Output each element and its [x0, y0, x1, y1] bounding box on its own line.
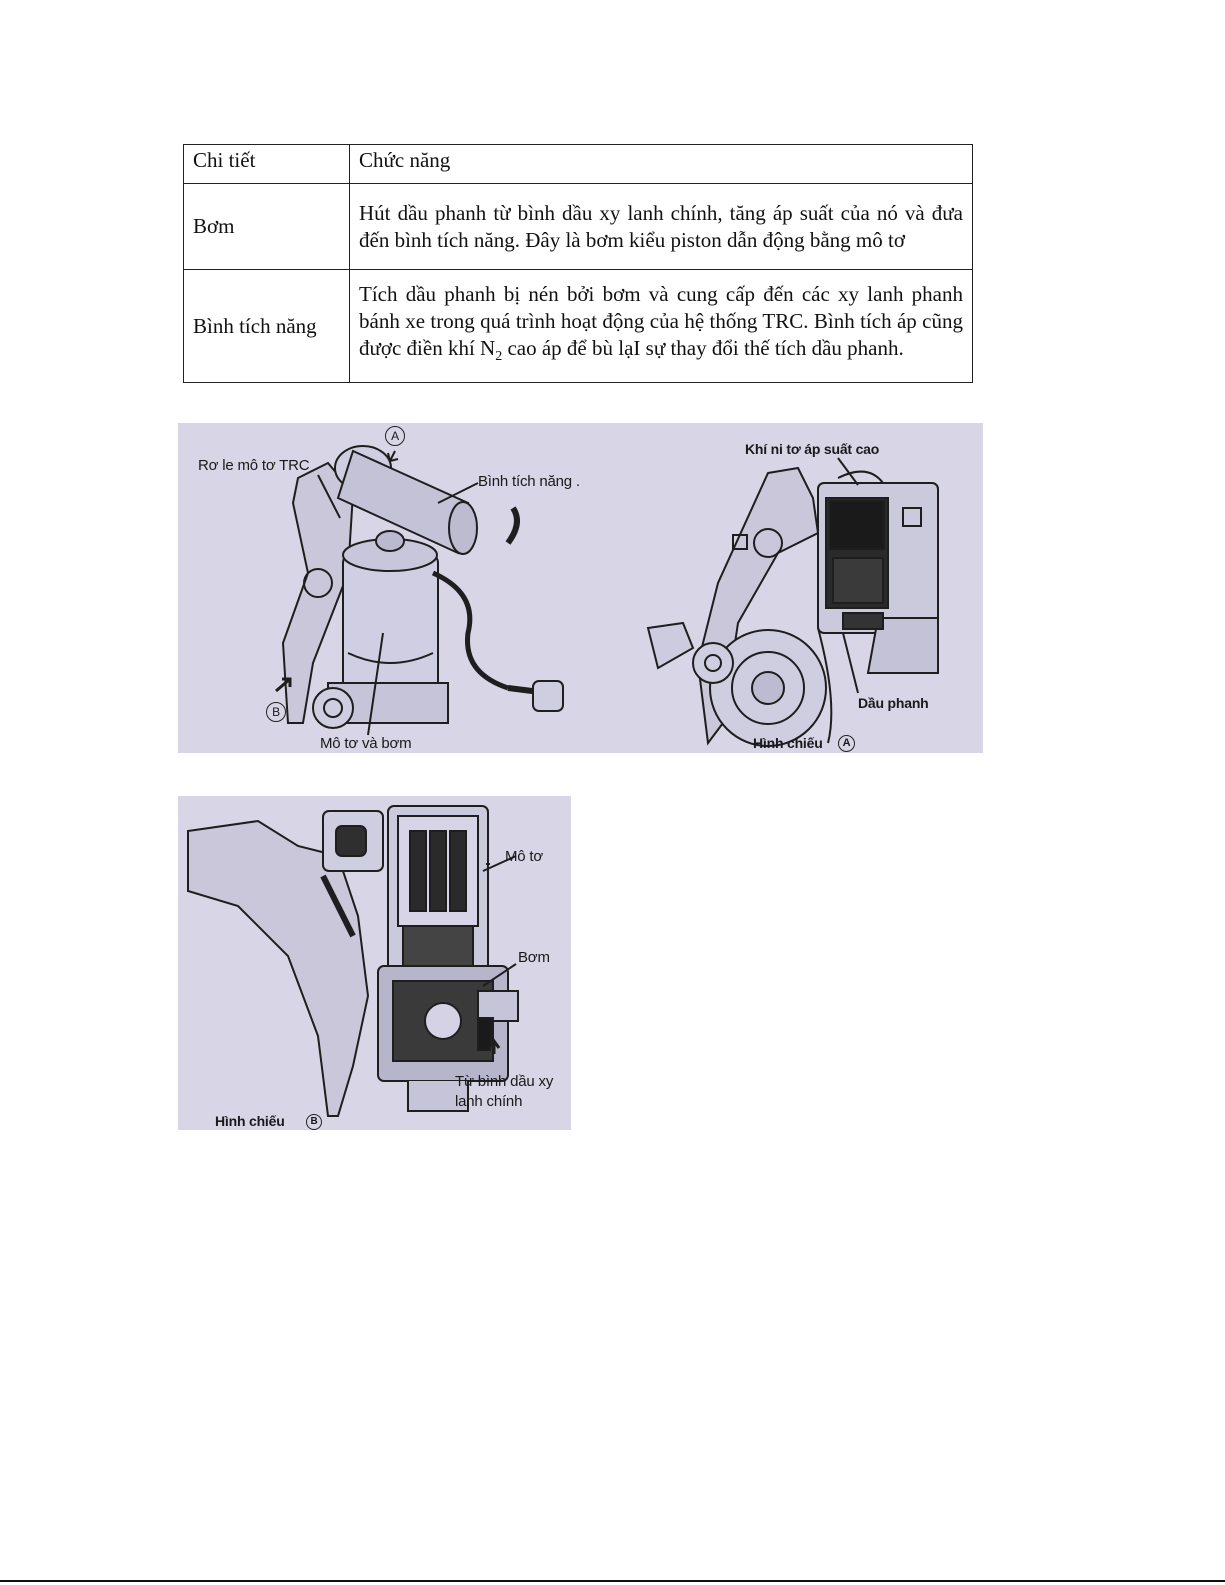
function-cell: Hút dầu phanh từ bình dầu xy lanh chính,… [349, 183, 973, 270]
subscript-2: 2 [495, 349, 503, 365]
relay-label: Rơ le mô tơ TRC [198, 457, 310, 474]
view-b-label: Hình chiếu [215, 1113, 285, 1129]
cutaway-drawing [187, 805, 519, 1117]
view-a-caption-marker: A [838, 735, 855, 752]
view-a-label: Hình chiếu [753, 735, 823, 751]
function-cell: Tích dầu phanh bị nén bởi bơm và cung cấ… [349, 269, 973, 383]
header-part: Chi tiết [183, 144, 350, 184]
assembly-drawing [275, 445, 939, 747]
view-a-marker: A [385, 426, 405, 446]
page-bottom-rule [0, 1580, 1225, 1582]
from-reservoir-label-line2: lanh chính [455, 1093, 523, 1110]
table-row: Bình tích năng Tích dầu phanh bị nén bởi… [183, 269, 973, 383]
view-b-caption-marker: B [306, 1114, 322, 1130]
function-text: Tích dầu phanh bị nén bởi bơm và cung cấ… [359, 282, 963, 361]
nitrogen-label: Khí ni tơ áp suất cao [745, 441, 880, 457]
view-b-cutaway-figure: Mô tơ Bơm Từ bình dầu xy lanh chính Hình… [178, 796, 571, 1130]
from-reservoir-label-line1: Từ bình dầu xy [455, 1073, 554, 1090]
function-text: cao áp để bù lạI sự thay đổi thế tích dầ… [502, 336, 904, 361]
motor-label: Mô tơ [505, 848, 544, 865]
trc-pump-assembly-figure: Rơ le mô tơ TRC A Bình tích năng . B Mô … [178, 423, 983, 753]
table-row: Bơm Hút dầu phanh từ bình dầu xy lanh ch… [183, 183, 973, 270]
header-function: Chức năng [349, 144, 973, 184]
component-function-table: Chi tiết Chức năng Bơm Hút dầu phanh từ … [183, 144, 973, 383]
view-b-marker: B [266, 702, 286, 722]
motor-pump-label: Mô tơ và bơm [320, 735, 412, 752]
part-cell: Bơm [183, 183, 350, 270]
table-header-row: Chi tiết Chức năng [183, 144, 973, 184]
accumulator-label: Bình tích năng . [478, 473, 580, 490]
brake-fluid-label: Dầu phanh [858, 695, 929, 711]
part-cell: Bình tích năng [183, 269, 350, 383]
pump-label: Bơm [518, 949, 550, 966]
